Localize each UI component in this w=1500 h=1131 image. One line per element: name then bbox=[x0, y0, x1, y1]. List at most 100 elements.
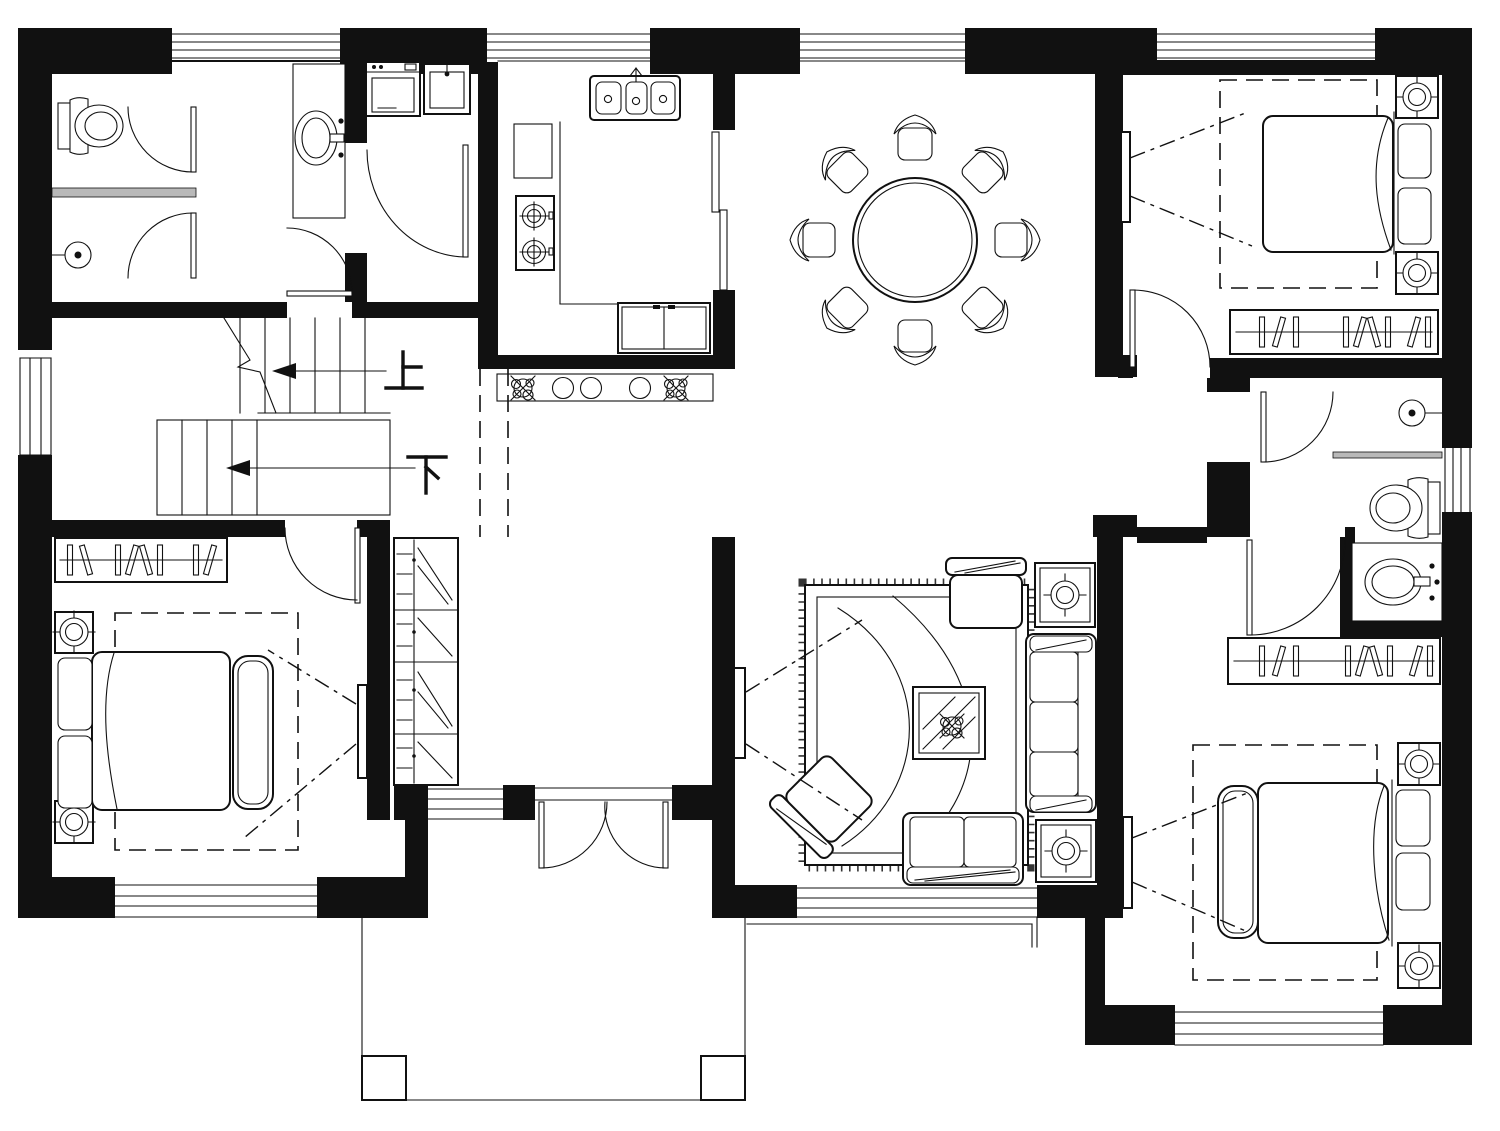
vanity-sink-icon bbox=[292, 63, 349, 219]
door-laundry-nook bbox=[366, 144, 469, 258]
door-bedroom3 bbox=[1246, 539, 1346, 636]
toilet-icon bbox=[1369, 477, 1441, 539]
wall-corner-block bbox=[1093, 515, 1137, 537]
dining-chair-icon bbox=[955, 136, 1019, 200]
lamp-icon bbox=[1397, 944, 1441, 988]
tv-icon bbox=[243, 649, 368, 839]
window-top-4 bbox=[1156, 33, 1376, 59]
wall-bedroom1-south-stub bbox=[1118, 358, 1133, 378]
wall-bath2-west-lower bbox=[1207, 462, 1250, 537]
exterior-windows bbox=[19, 33, 1471, 1046]
window-left-stair bbox=[19, 357, 52, 456]
vanity-sink-icon bbox=[1351, 542, 1443, 622]
window-entry-side bbox=[427, 788, 504, 820]
wall-right-upper bbox=[1442, 28, 1472, 448]
window-right-bathroom bbox=[1444, 447, 1471, 513]
loveseat-icon bbox=[902, 812, 1024, 886]
wall-alcove-west bbox=[1340, 537, 1353, 627]
wall-left-upper bbox=[18, 28, 52, 350]
wall-living-west bbox=[712, 537, 735, 918]
window-bottom-bedroom2 bbox=[114, 884, 318, 918]
room-bedroom-1 bbox=[1120, 75, 1439, 355]
armchair-icon bbox=[945, 557, 1027, 629]
stove-icon bbox=[515, 195, 555, 271]
wall-stub bbox=[1345, 527, 1355, 543]
rug bbox=[114, 612, 299, 851]
dining-chair-icon bbox=[994, 218, 1041, 262]
stair-upper-flight bbox=[223, 317, 391, 414]
wall-alcove-south bbox=[1340, 617, 1455, 637]
dining-chair-icon bbox=[893, 114, 937, 161]
wall-block bbox=[1085, 1005, 1175, 1045]
wall-entry-jamb-e bbox=[672, 785, 712, 820]
lamp-icon bbox=[1397, 742, 1441, 786]
tv-icon bbox=[733, 619, 863, 821]
side-table-icon bbox=[1034, 562, 1096, 628]
shower-head-icon bbox=[1398, 399, 1443, 427]
lamp-icon bbox=[1395, 75, 1439, 119]
base-cabinet-icon bbox=[617, 302, 711, 354]
side-table-icon bbox=[1035, 819, 1097, 883]
closet-hangers bbox=[396, 547, 453, 779]
partition-wall bbox=[51, 187, 197, 198]
stair-down-arrow bbox=[226, 460, 416, 476]
dining-table-inner bbox=[857, 182, 973, 298]
wall-bedroom2-east bbox=[367, 537, 390, 820]
wall-right-lower bbox=[1442, 512, 1472, 1045]
wall-living-east bbox=[1097, 537, 1123, 918]
exterior-walls bbox=[18, 28, 1472, 1045]
dining-chair-icon bbox=[893, 319, 937, 366]
wall-living-south-east bbox=[1037, 885, 1100, 918]
entry-porch bbox=[361, 916, 1038, 1101]
interior-walls bbox=[18, 60, 1455, 918]
tv-icon bbox=[1122, 791, 1251, 933]
washing-machine-icon bbox=[365, 61, 421, 117]
wall-kitchen-west bbox=[478, 62, 498, 358]
door-kitchen-sliding bbox=[711, 131, 728, 291]
stairs bbox=[156, 317, 509, 537]
wall-vestibule-south bbox=[1137, 527, 1207, 543]
sofa-icon bbox=[1025, 633, 1097, 813]
wall-bedroom1-south bbox=[1210, 358, 1455, 378]
wall-kitchen-east-lower bbox=[713, 290, 735, 369]
shower-head-icon bbox=[51, 241, 92, 269]
stair-up-label-glyph bbox=[384, 350, 424, 390]
dining-table-icon bbox=[852, 177, 978, 303]
wall-block bbox=[317, 877, 405, 918]
dining-chair-icon bbox=[955, 280, 1019, 344]
wall-dining-east bbox=[1095, 62, 1123, 377]
wardrobe-icon bbox=[54, 537, 228, 583]
window-top-1 bbox=[171, 33, 341, 59]
room-bathroom-1 bbox=[51, 63, 349, 269]
wall-stairhall-north-e bbox=[352, 302, 478, 318]
wall-kitchen-east-upper bbox=[713, 62, 735, 130]
room-dining bbox=[789, 114, 1041, 366]
dining-chair-icon bbox=[811, 280, 875, 344]
shower-partition bbox=[1332, 451, 1443, 459]
bed-icon bbox=[57, 651, 274, 811]
doors bbox=[127, 106, 1346, 869]
window-bottom-living bbox=[796, 887, 1038, 918]
door-bedroom2 bbox=[284, 527, 361, 604]
door-entry-double bbox=[534, 787, 673, 869]
laundry-nook bbox=[365, 61, 471, 117]
door-bedroom1 bbox=[1129, 289, 1211, 368]
wardrobe-icon bbox=[1227, 637, 1441, 685]
wall-bath1-east-lower bbox=[345, 253, 367, 302]
kitchen-sink-icon bbox=[589, 67, 681, 121]
lamp-icon bbox=[52, 610, 96, 654]
kitchen-counter bbox=[513, 121, 619, 305]
wall-kitchen-south bbox=[478, 355, 735, 369]
porch-column bbox=[361, 1055, 407, 1101]
door-shower-stall bbox=[127, 212, 197, 279]
door-bathroom1 bbox=[286, 227, 353, 297]
wall-corner-sw bbox=[18, 877, 115, 918]
dining-chair-icon bbox=[789, 218, 836, 262]
lamp-icon bbox=[1395, 251, 1439, 295]
toilet-icon bbox=[57, 97, 124, 155]
room-bedroom-2 bbox=[52, 537, 368, 851]
tv-icon bbox=[1120, 111, 1253, 247]
bed-icon bbox=[1262, 111, 1432, 255]
